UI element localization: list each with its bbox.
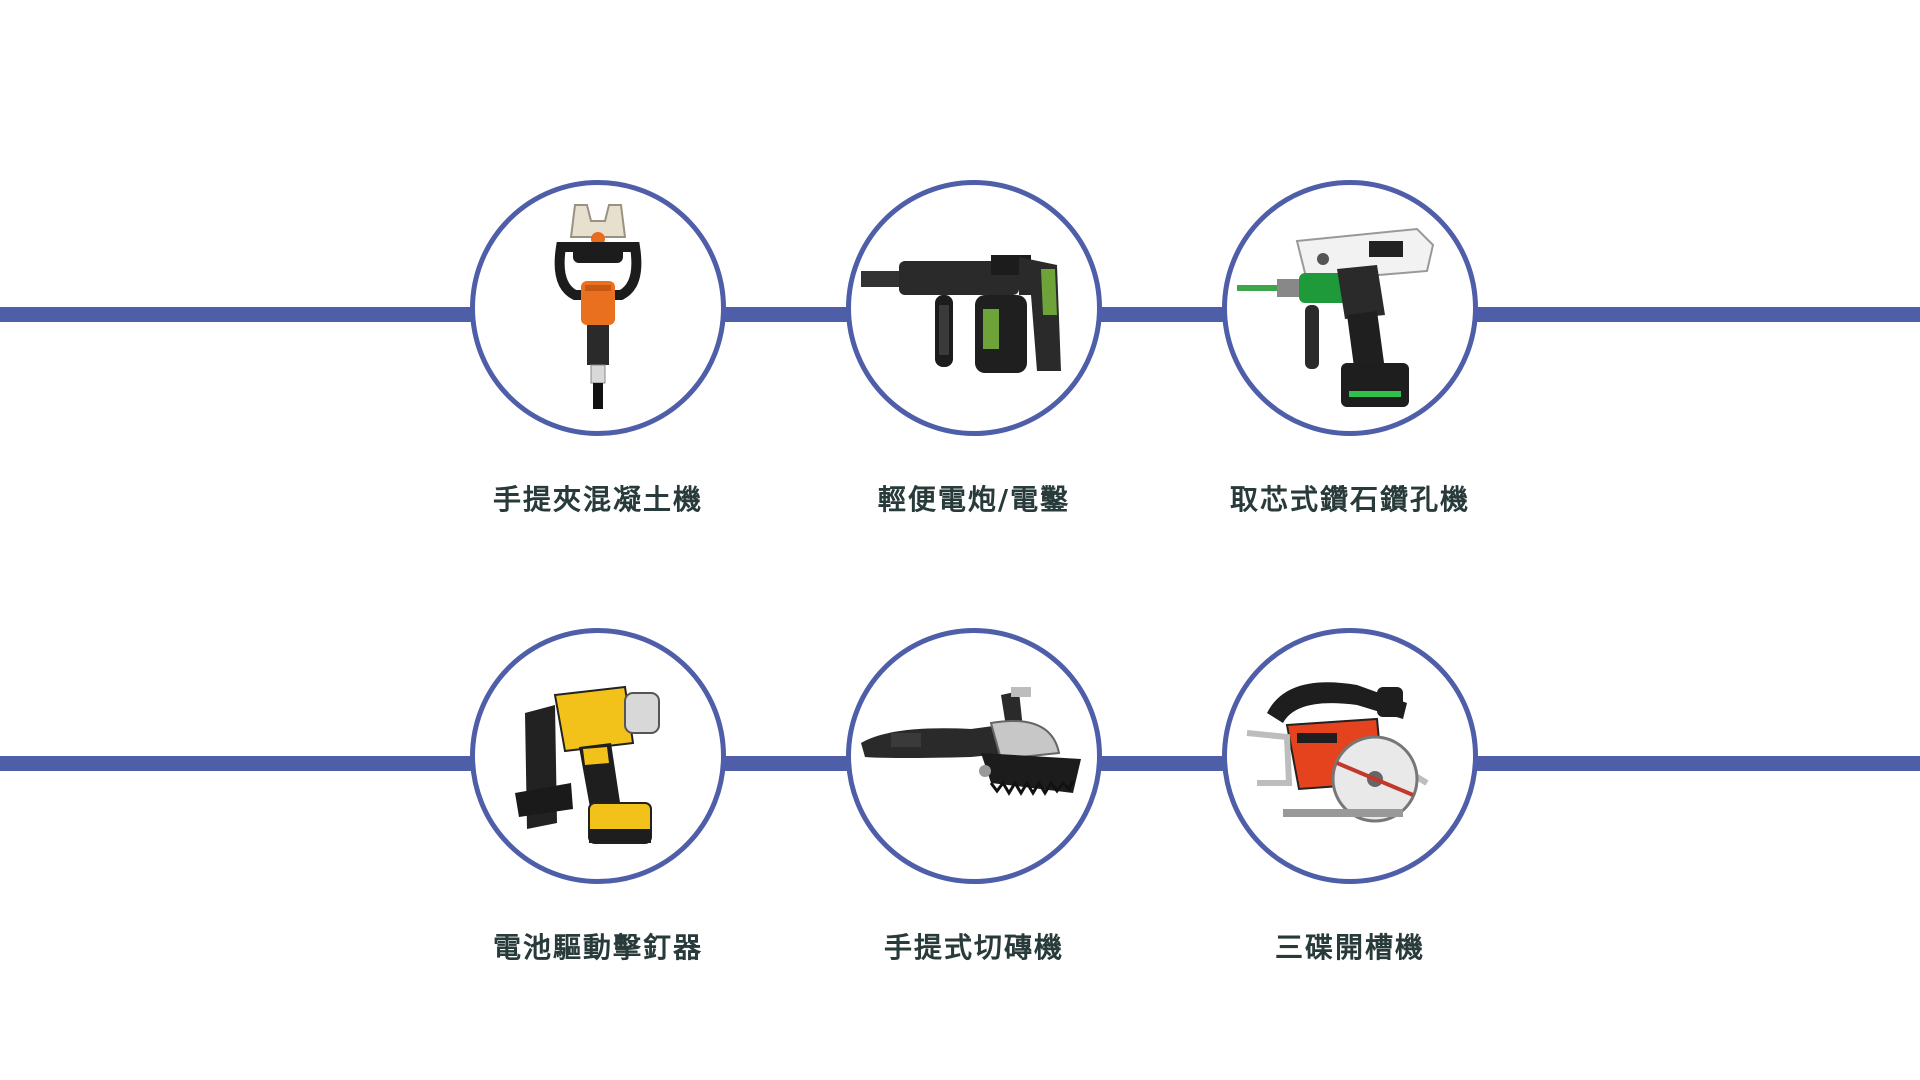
tool-image-frame xyxy=(846,628,1102,884)
tool-label: 電池驅動擊釘器 xyxy=(492,931,703,964)
battery-nailer-icon xyxy=(515,685,660,844)
concrete-crusher-icon xyxy=(554,204,642,409)
demolition-hammer-icon xyxy=(861,255,1061,373)
tool-image-frame xyxy=(470,628,726,884)
tool-label: 手提夾混凝土機 xyxy=(492,483,703,516)
tool-label: 輕便電炮/電鑿 xyxy=(877,483,1071,516)
wall-chaser-icon xyxy=(1246,682,1429,823)
tool-image-frame xyxy=(1222,628,1478,884)
tool-label: 取芯式鑽石鑽孔機 xyxy=(1229,483,1470,516)
tool-image-frame xyxy=(846,180,1102,436)
core-drill-icon xyxy=(1237,227,1435,407)
tool-image-frame xyxy=(470,180,726,436)
tile-cutter-icon xyxy=(861,687,1081,796)
tool-label: 三碟開槽機 xyxy=(1274,931,1425,964)
tool-label: 手提式切磚機 xyxy=(883,931,1064,964)
tool-image-frame xyxy=(1222,180,1478,436)
